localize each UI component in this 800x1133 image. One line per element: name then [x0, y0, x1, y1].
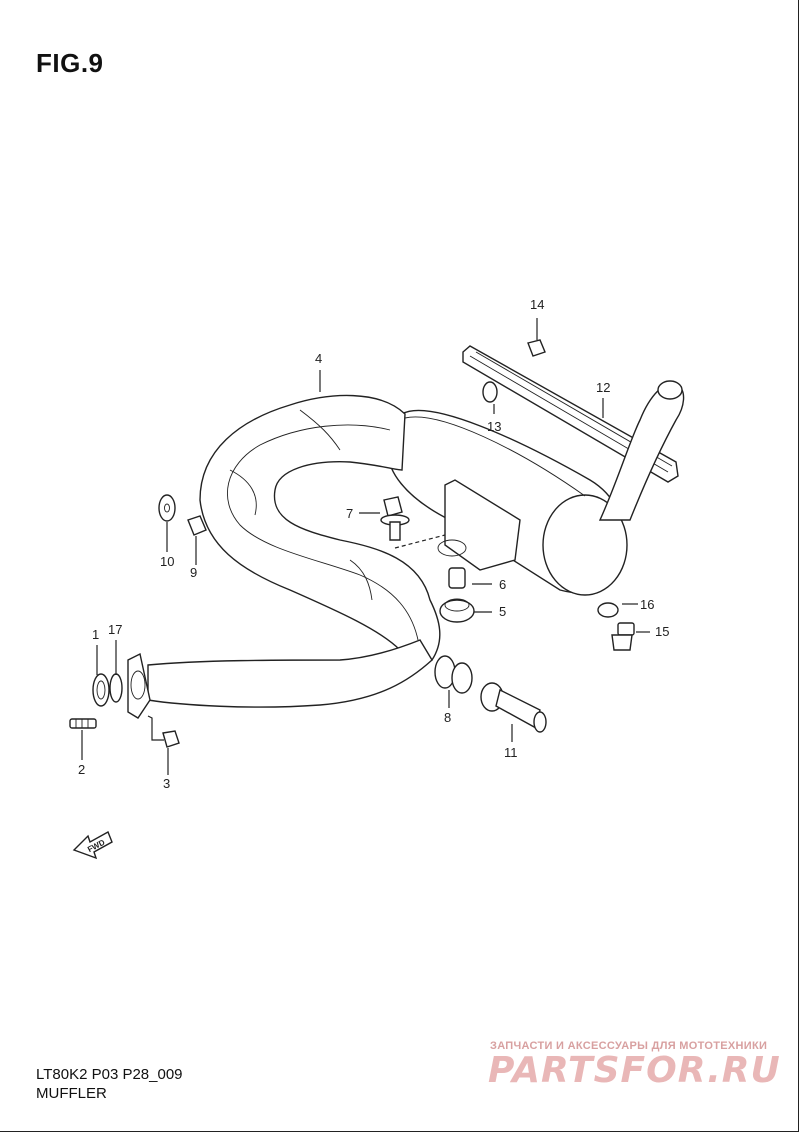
gasket-part-17[interactable]	[109, 673, 123, 703]
arrow-left-icon	[72, 831, 113, 860]
callout-3: 3	[163, 776, 170, 791]
grommet-part-5[interactable]	[439, 598, 475, 623]
callout-2: 2	[78, 762, 85, 777]
callout-17: 17	[108, 622, 122, 637]
watermark-logo: PARTSFOR.RU	[488, 1050, 781, 1091]
callout-7: 7	[346, 506, 353, 521]
collar-part-9[interactable]	[187, 515, 207, 536]
callout-9: 9	[190, 565, 197, 580]
callout-6: 6	[499, 577, 506, 592]
plug-part-15[interactable]	[611, 622, 635, 651]
callout-labels: 4 14 12 13 7 10 9 6 5 16 15 1 17 8 11 2 …	[78, 297, 669, 791]
bolt-part-7[interactable]	[380, 496, 410, 541]
callout-8: 8	[444, 710, 451, 725]
callout-11: 11	[504, 745, 518, 760]
fwd-direction-marker: FWD	[72, 831, 113, 860]
figure-title: FIG.9	[36, 48, 104, 78]
callout-16: 16	[640, 597, 654, 612]
stud-part-2[interactable]	[69, 718, 97, 729]
gasket-part-1[interactable]	[92, 673, 110, 707]
callout-15: 15	[655, 624, 669, 639]
diagram-code: LT80K2 P03 P28_009	[36, 1066, 183, 1083]
watermark-tagline: ЗАПЧАСТИ И АКСЕССУАРЫ ДЛЯ МОТОТЕХНИКИ	[490, 1040, 768, 1052]
washer-part-13[interactable]	[482, 381, 498, 403]
callout-12: 12	[596, 380, 610, 395]
nut-part-3[interactable]	[162, 730, 180, 748]
grommet-part-8[interactable]	[434, 655, 473, 694]
nut-part-14[interactable]	[527, 339, 546, 357]
callout-1: 1	[92, 627, 99, 642]
callout-14: 14	[530, 297, 544, 312]
washer-part-10[interactable]	[158, 494, 176, 522]
callout-5: 5	[499, 604, 506, 619]
gasket-part-16[interactable]	[597, 602, 619, 618]
muffler-assembly-part-4[interactable]	[127, 380, 685, 719]
leader-lines	[81, 318, 650, 775]
pipe-part-11[interactable]	[480, 682, 547, 733]
callout-10: 10	[160, 554, 174, 569]
callout-4: 4	[315, 351, 322, 366]
diagram-name: MUFFLER	[36, 1085, 107, 1102]
callout-13: 13	[487, 419, 501, 434]
collar-part-6[interactable]	[448, 567, 466, 589]
